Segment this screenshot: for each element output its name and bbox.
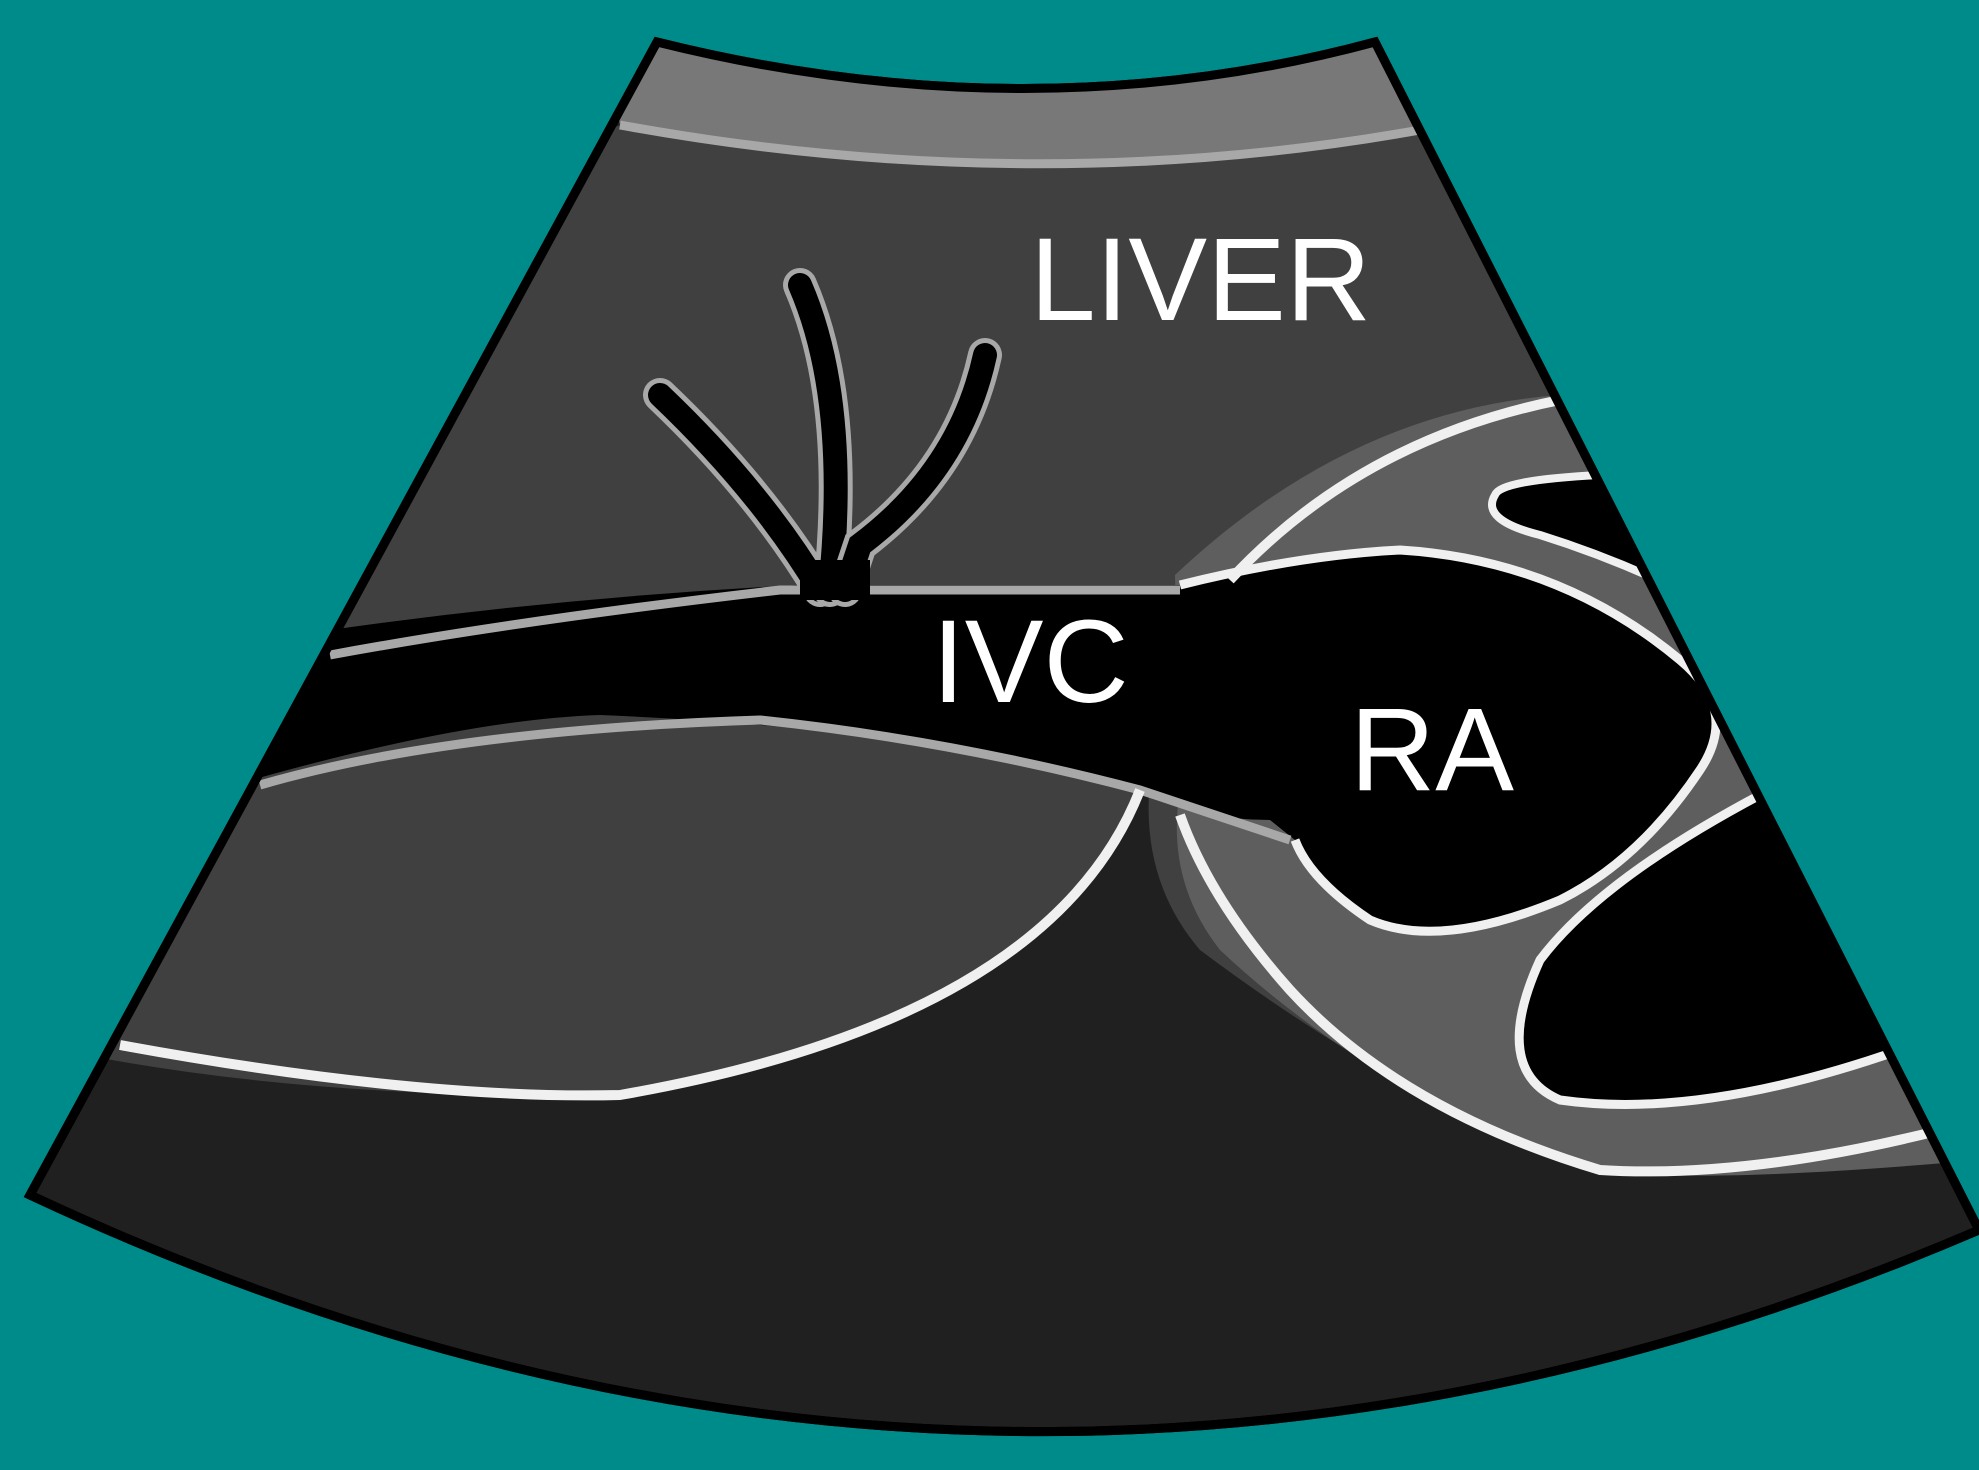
ivc-label: IVC: [932, 596, 1129, 728]
ra-label: RA: [1350, 684, 1514, 816]
liver-label: LIVER: [1030, 214, 1371, 346]
